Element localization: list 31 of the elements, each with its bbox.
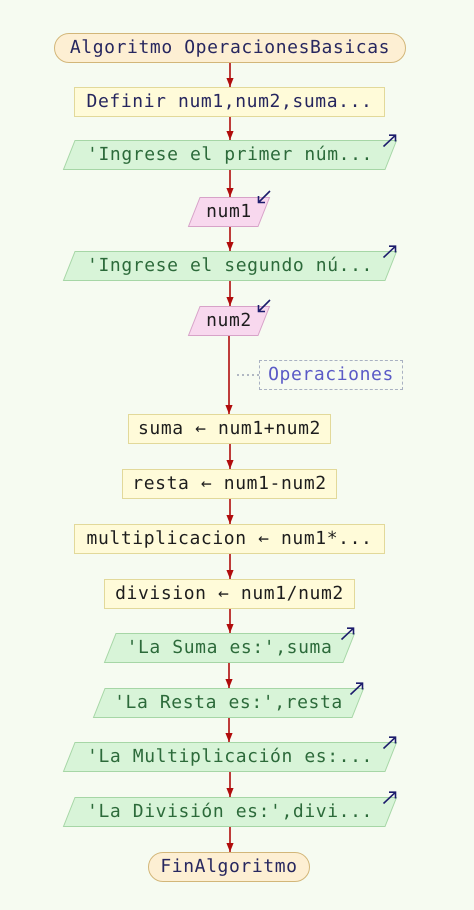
- arrow: [226, 444, 234, 469]
- process-box: suma ← num1+num2: [128, 414, 331, 444]
- arrow: [226, 227, 234, 251]
- process-box: resta ← num1-num2: [122, 469, 337, 499]
- process-box: division ← num1/num2: [104, 579, 355, 609]
- arrow: [226, 827, 234, 852]
- output-parallelogram: 'La Multiplicación es:...: [63, 742, 397, 772]
- output-parallelogram: 'La División es:',divi...: [63, 797, 397, 827]
- leader-line: [234, 374, 259, 376]
- comment-box: Operaciones: [259, 360, 403, 390]
- input-parallelogram: num1: [188, 197, 270, 227]
- terminal-pill: FinAlgoritmo: [148, 852, 310, 882]
- arrow: [226, 63, 234, 87]
- input-parallelogram: num2: [188, 306, 270, 336]
- arrow: [226, 499, 234, 524]
- arrow: [226, 772, 234, 797]
- output-parallelogram: 'La Resta es:',resta: [93, 688, 364, 718]
- arrow: [225, 718, 233, 742]
- arrow: [226, 281, 234, 306]
- arrow: [226, 554, 234, 579]
- process-box: multiplicacion ← num1*...: [74, 524, 385, 554]
- output-parallelogram: 'Ingrese el primer núm...: [63, 140, 397, 170]
- arrow: [226, 117, 234, 140]
- output-parallelogram: 'La Suma es:',suma: [104, 633, 355, 663]
- arrow: [226, 609, 234, 633]
- arrow: [225, 663, 233, 688]
- arrow: [225, 336, 233, 414]
- output-parallelogram: 'Ingrese el segundo nú...: [63, 251, 397, 281]
- process-box: Definir num1,num2,suma...: [74, 87, 385, 117]
- terminal-pill: Algoritmo OperacionesBasicas: [54, 33, 406, 63]
- arrow: [226, 170, 234, 197]
